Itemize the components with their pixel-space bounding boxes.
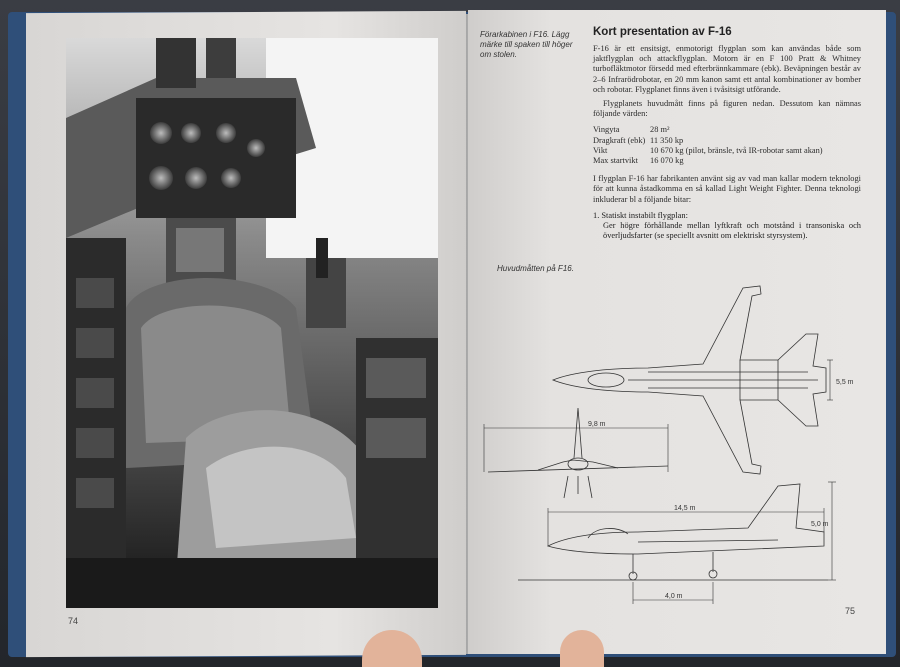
spec-value: 11 350 kp	[650, 135, 684, 145]
spec-row: Dragkraft (ebk) 11 350 kp	[593, 136, 861, 146]
spec-label: Dragkraft (ebk)	[593, 135, 646, 145]
spec-value: 16 070 kg	[650, 156, 684, 166]
length-dimension	[547, 508, 825, 546]
f16-dimension-drawing: 5,5 m 9,8 m	[478, 276, 858, 612]
spec-label: Vingyta	[593, 125, 620, 135]
page-number-left: 74	[68, 616, 79, 626]
front-view	[487, 407, 669, 499]
spec-value: 10 670 kg (pilot, bränsle, två IR-robota…	[650, 145, 823, 155]
wheelbase-dimension	[632, 582, 714, 604]
article: Kort presentation av F-16 F-16 är ett en…	[593, 26, 861, 241]
thumb-right	[560, 630, 604, 667]
span-dimension	[483, 424, 669, 472]
height-dimension	[828, 481, 836, 581]
paragraph-intro: F-16 är ett ensitsigt, enmotorigt flygpl…	[593, 44, 861, 94]
paragraph-technology: I flygplan F-16 har fabrikanten använt s…	[593, 174, 861, 204]
height-label: 5,0 m	[811, 521, 829, 528]
list-item-body: Ger högre förhållande mellan lyftkraft o…	[603, 221, 861, 241]
cockpit-photo	[66, 38, 438, 608]
tailplane-span-dimension	[827, 359, 833, 401]
spec-row: Vikt 10 670 kg (pilot, bränsle, två IR-r…	[593, 146, 861, 156]
tailplane-span-label: 5,5 m	[836, 379, 854, 386]
spec-row: Max startvikt 16 070 kg	[593, 156, 861, 166]
spec-row: Vingyta 28 m²	[593, 125, 861, 135]
spec-label: Max startvikt	[593, 156, 638, 166]
f16-three-view-svg: 5,5 m 9,8 m	[483, 285, 854, 604]
cockpit-caption: Förarkabinen i F16. Lägg märke till spak…	[480, 30, 573, 59]
wheelbase-label: 4,0 m	[665, 593, 683, 600]
page-number-right: 75	[845, 606, 856, 616]
paragraph-dimensions: Flygplanets huvudmått finns på figuren n…	[593, 99, 861, 119]
spec-label: Vikt	[593, 145, 608, 155]
side-view	[518, 483, 828, 581]
span-label: 9,8 m	[588, 421, 606, 428]
cockpit-photo-illustration	[66, 38, 438, 608]
list-item-heading: 1. Statiskt instabilt flygplan:	[593, 210, 688, 220]
drawing-caption: Huvudmåtten på F16.	[497, 264, 574, 273]
specs-table: Vingyta 28 m² Dragkraft (ebk) 11 350 kp …	[593, 125, 861, 166]
spec-value: 28 m²	[650, 125, 670, 135]
length-label: 14,5 m	[674, 505, 696, 512]
top-view	[551, 285, 827, 475]
list-item: 1. Statiskt instabilt flygplan: Ger högr…	[593, 211, 861, 242]
article-title: Kort presentation av F-16	[593, 26, 732, 38]
